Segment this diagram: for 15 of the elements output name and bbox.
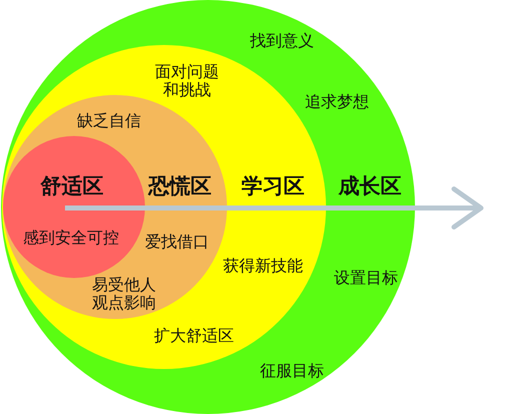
zone-description: 追求梦想 — [305, 94, 369, 110]
zone-description: 设置目标 — [334, 270, 398, 286]
zone-description: 获得新技能 — [223, 258, 303, 274]
zone-description: 易受他人观点影响 — [91, 276, 157, 312]
zone-title: 舒适区 — [40, 175, 104, 197]
zone-title: 恐慌区 — [148, 175, 212, 197]
zone-description: 找到意义 — [250, 33, 314, 49]
zone-description: 征服目标 — [260, 363, 324, 379]
zone-description: 爱找借口 — [145, 234, 209, 250]
zone-description: 扩大舒适区 — [154, 328, 234, 344]
zone-description: 缺乏自信 — [77, 113, 141, 129]
zone-description: 面对问题和挑战 — [154, 63, 220, 99]
zone-title: 学习区 — [242, 175, 304, 197]
zone-title: 成长区 — [338, 175, 402, 197]
zone-description: 感到安全可控 — [23, 230, 119, 246]
